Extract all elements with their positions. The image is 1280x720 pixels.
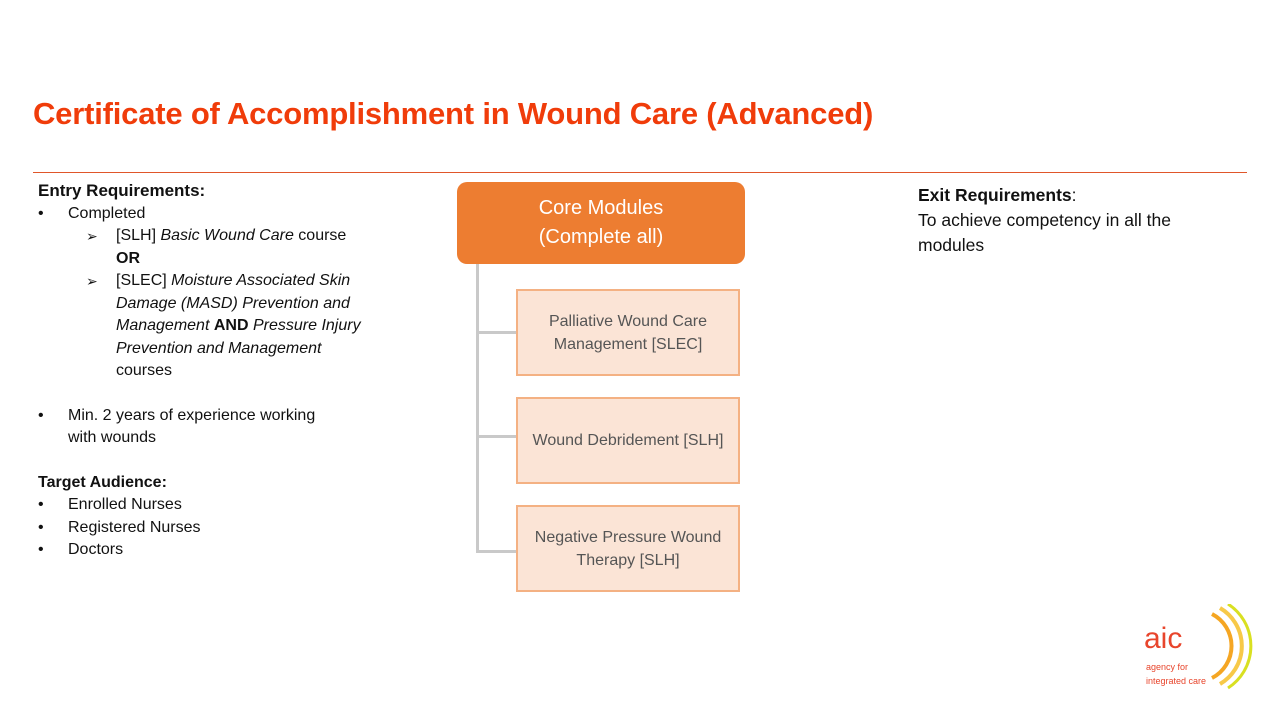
logo-tagline: agency for [1146, 662, 1188, 672]
module-label: Negative Pressure Wound Therapy [SLH] [534, 528, 722, 569]
connector-line [476, 331, 517, 334]
course-suffix: course [293, 227, 347, 244]
module-label: Wound Debridement [SLH] [532, 432, 724, 449]
module-box: Palliative Wound Care Management [SLEC] [516, 289, 740, 376]
arrowhead-right-icon: ➢ [86, 228, 98, 244]
bullet-icon: • [38, 541, 44, 558]
course-suffix: courses [116, 362, 173, 379]
sub-list-item: ➢ [SLEC] Moisture Associated Skin Damage… [38, 270, 366, 383]
target-audience-heading: Target Audience: [38, 473, 167, 491]
list-item: • Min. 2 years of experience working wit… [38, 405, 348, 450]
course-name: Moisture Associated Skin Damage (MASD) P… [116, 272, 351, 334]
list-item: • Doctors [38, 539, 378, 562]
module-label: Palliative Wound Care Management [SLEC] [548, 312, 707, 353]
title-divider [33, 172, 1247, 173]
module-box: Wound Debridement [SLH] [516, 397, 740, 484]
colon: : [1071, 185, 1077, 205]
module-box: Negative Pressure Wound Therapy [SLH] [516, 505, 740, 592]
and-label: AND [213, 317, 249, 334]
list-item: • Enrolled Nurses [38, 494, 378, 517]
connector-line [476, 264, 479, 553]
provider-tag: [SLEC] [116, 272, 172, 289]
exit-requirements-heading: Exit Requirements [918, 185, 1072, 205]
entry-requirements-panel: Entry Requirements: • Completed ➢ [SLH] … [38, 180, 378, 562]
list-item: • Registered Nurses [38, 517, 378, 540]
bullet-icon: • [38, 406, 44, 424]
list-item: • Completed [38, 203, 378, 226]
aic-logo: aic agency for integrated care [1140, 602, 1260, 700]
core-modules-box: Core Modules (Complete all) [457, 182, 745, 264]
audience-item: Registered Nurses [68, 518, 201, 536]
page-title: Certificate of Accomplishment in Wound C… [33, 96, 874, 131]
audience-item: Doctors [68, 541, 124, 558]
provider-tag: [SLH] [116, 227, 161, 244]
core-modules-title: Core Modules [538, 197, 664, 219]
arrowhead-right-icon: ➢ [86, 273, 98, 289]
course-name: Pressure Injury Prevention and Managemen… [116, 317, 361, 357]
logo-tagline: integrated care [1146, 676, 1206, 686]
bullet-icon: • [38, 518, 44, 536]
logo-arcs-icon: aic agency for integrated care [1144, 602, 1253, 690]
exit-requirements-panel: Exit Requirements: To achieve competency… [918, 183, 1238, 258]
exit-requirements-text: To achieve competency in all the modules [918, 210, 1171, 255]
or-label: OR [116, 249, 140, 267]
entry-requirements-heading: Entry Requirements: [38, 181, 206, 200]
core-modules-subtitle: (Complete all) [538, 226, 664, 248]
connector-line [476, 435, 517, 438]
audience-item: Enrolled Nurses [68, 496, 182, 513]
experience-requirement: Min. 2 years of experience working with … [68, 406, 316, 447]
completed-label: Completed [68, 204, 146, 222]
logo-mark: aic [1144, 622, 1182, 655]
sub-list-item: ➢ [SLH] Basic Wound Care course [38, 225, 378, 248]
connector-line [476, 550, 517, 553]
bullet-icon: • [38, 496, 44, 513]
course-name: Basic Wound Care [160, 227, 294, 244]
bullet-icon: • [38, 204, 44, 222]
